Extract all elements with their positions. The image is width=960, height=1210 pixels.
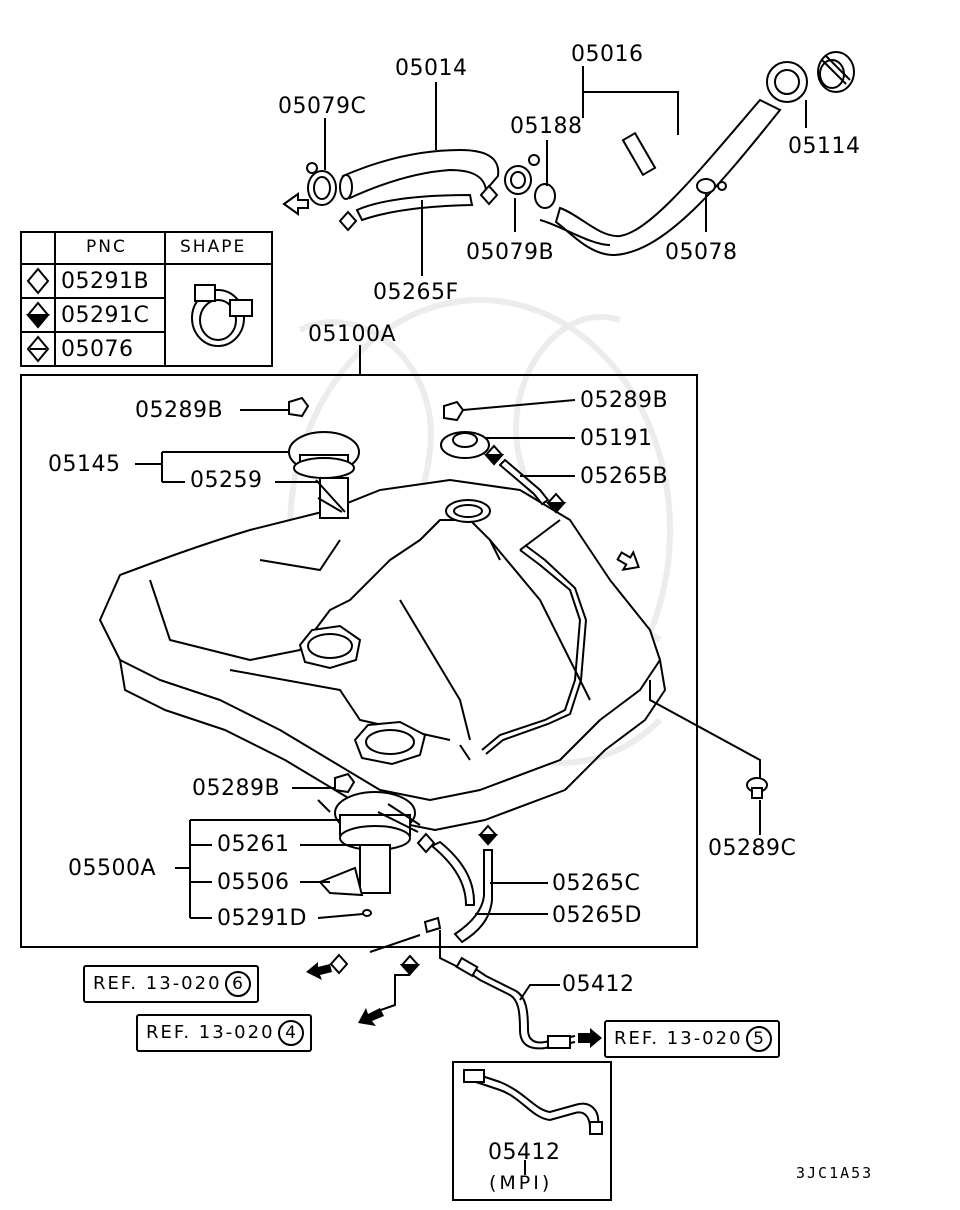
fuel-gauge-unit-05145 bbox=[288, 431, 360, 519]
part-label-05412-mpi: 05412 bbox=[488, 1140, 561, 1165]
part-label-05078: 05078 bbox=[665, 240, 738, 265]
part-label-05289b-lower: 05289B bbox=[192, 776, 281, 801]
legend-diamond-2 bbox=[25, 301, 51, 329]
fuel-pump-module-05500A bbox=[318, 791, 421, 897]
legend-pnc-row-3: 05076 bbox=[61, 337, 134, 362]
part-label-05500a: 05500A bbox=[68, 856, 157, 881]
filler-neck-05016 bbox=[539, 61, 808, 257]
part-label-05188: 05188 bbox=[510, 114, 583, 139]
part-label-05114: 05114 bbox=[788, 134, 861, 159]
tank-opening-middle bbox=[298, 624, 362, 670]
diamond-half-filled-icon bbox=[399, 954, 421, 976]
filter-05291D bbox=[362, 909, 372, 917]
hose-05265C bbox=[453, 849, 493, 944]
part-label-05079c: 05079C bbox=[278, 94, 367, 119]
tank-opening-front bbox=[353, 720, 427, 766]
grommet-05188 bbox=[534, 183, 556, 209]
diamond-open-icon bbox=[329, 953, 349, 975]
ref-number: 5 bbox=[745, 1026, 772, 1052]
main-leader-lines bbox=[135, 399, 761, 919]
hose-05265B bbox=[498, 458, 550, 506]
filler-hose-05014 bbox=[339, 148, 500, 200]
tank-opening-top bbox=[445, 499, 491, 523]
part-label-05265b: 05265B bbox=[580, 464, 669, 489]
part-label-05265d: 05265D bbox=[552, 903, 642, 928]
fuel-line-05412-mpi bbox=[463, 1069, 603, 1135]
arrow-right-icon bbox=[616, 549, 641, 572]
diamond-half-filled-icon bbox=[477, 444, 567, 846]
fuel-cap-05114 bbox=[817, 51, 855, 93]
part-label-05014: 05014 bbox=[395, 56, 468, 81]
main-assembly-frame bbox=[20, 345, 698, 948]
arrow-left-icon bbox=[282, 192, 309, 216]
legend-pnc-row-2: 05291C bbox=[61, 303, 150, 328]
legend-header-shape: SHAPE bbox=[180, 237, 247, 257]
fuel-line-05412 bbox=[455, 956, 576, 1050]
part-label-05145: 05145 bbox=[48, 452, 121, 477]
diagram-code: 3JC1A53 bbox=[796, 1164, 874, 1182]
ref-number: 6 bbox=[224, 971, 251, 997]
mpi-note: (MPI) bbox=[489, 1172, 553, 1194]
part-label-05289b-left: 05289B bbox=[135, 398, 224, 423]
ref-arrow-6-icon bbox=[306, 962, 332, 980]
hose-05265D bbox=[423, 840, 476, 934]
part-label-05412: 05412 bbox=[562, 972, 635, 997]
legend-table bbox=[20, 231, 273, 367]
bottom-leader-lines bbox=[369, 930, 560, 1175]
legend-diamond-3 bbox=[26, 335, 50, 363]
part-label-05079b: 05079B bbox=[466, 240, 555, 265]
part-label-05506: 05506 bbox=[217, 870, 290, 895]
ref-arrow-4-icon bbox=[358, 1008, 384, 1026]
fuel-tank-05100A bbox=[99, 479, 666, 831]
legend-diamond-1 bbox=[26, 267, 50, 295]
bolt-05078 bbox=[696, 178, 727, 194]
part-label-05289b-right: 05289B bbox=[580, 388, 669, 413]
part-label-05265f: 05265F bbox=[373, 280, 459, 305]
clamp-05079C bbox=[306, 162, 337, 206]
part-label-05265c: 05265C bbox=[552, 871, 641, 896]
ref-arrow-5-icon bbox=[578, 1028, 602, 1048]
part-label-05261: 05261 bbox=[217, 832, 290, 857]
ref-text: REF. 13-020 bbox=[614, 1028, 743, 1049]
ref-text: REF. 13-020 bbox=[93, 973, 222, 994]
legend-pnc-row-1: 05291B bbox=[61, 269, 150, 294]
breather-hose-05265F bbox=[355, 193, 474, 222]
mpi-variant-frame bbox=[452, 1061, 612, 1201]
part-label-05100a: 05100A bbox=[308, 322, 397, 347]
clamp-shape-icon bbox=[191, 284, 253, 347]
part-label-05291d: 05291D bbox=[217, 906, 307, 931]
part-label-05016: 05016 bbox=[571, 42, 644, 67]
tank-fuel-line bbox=[481, 544, 588, 755]
diamond-open-icon bbox=[338, 184, 499, 232]
ref-text: REF. 13-020 bbox=[146, 1022, 275, 1043]
part-label-05191: 05191 bbox=[580, 426, 653, 451]
part-label-05289c: 05289C bbox=[708, 836, 797, 861]
fuel-cutoff-valve-05191 bbox=[440, 431, 490, 459]
legend-header-pnc: PNC bbox=[86, 237, 127, 257]
grommet-05289C bbox=[746, 777, 768, 799]
clamp-05079B bbox=[504, 154, 540, 195]
part-label-05259: 05259 bbox=[190, 468, 263, 493]
diamond-open-icon bbox=[416, 832, 436, 854]
ref-number: 4 bbox=[277, 1020, 304, 1046]
top-leader-lines bbox=[324, 66, 807, 276]
nut-05289B bbox=[288, 396, 465, 794]
